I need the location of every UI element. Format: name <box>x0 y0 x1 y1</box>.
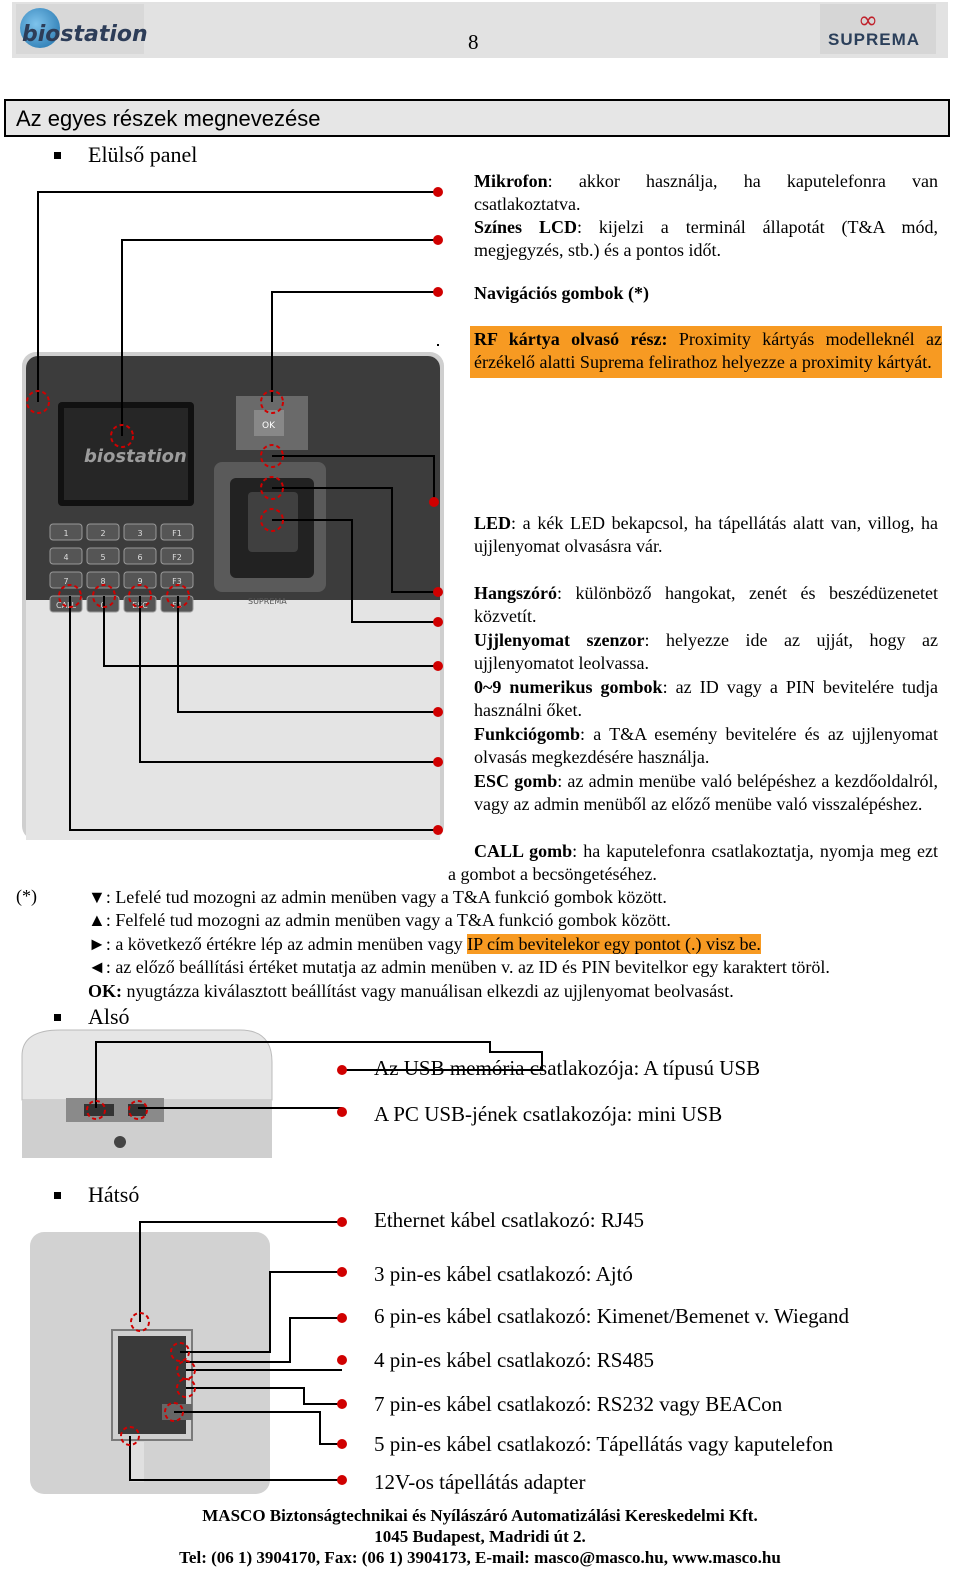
suprema-mark-icon: ∞ <box>858 6 878 34</box>
device-screen-logo: biostation <box>84 446 187 467</box>
item-esc-key: ESC gomb: az admin menübe való belépéshe… <box>474 771 938 814</box>
section-title: Az egyes részek megnevezése <box>16 106 321 131</box>
keypad-key-label: 8 <box>100 577 105 586</box>
item-lcd: Színes LCD: kijelzi a terminál állapotát… <box>474 217 938 260</box>
item-fingerprint-sensor: Ujjlenyomat szenzor: helyezze ide az ujj… <box>474 630 939 673</box>
footer-address: 1045 Budapest, Madridi út 2. <box>374 1527 586 1546</box>
keypad-key <box>160 523 194 541</box>
keypad-key <box>49 571 83 589</box>
back-item-5pin: 5 pin-es kábel csatlakozó: Tápellátás va… <box>374 1432 834 1456</box>
keypad-key <box>123 523 157 541</box>
notes-marker: (*) <box>16 886 37 906</box>
bottom-heading: Alsó <box>54 1004 130 1029</box>
back-item-6pin: 6 pin-es kábel csatlakozó: Kimenet/Bemen… <box>374 1304 850 1328</box>
note-down: ▼: Lefelé tud mozogni az admin menüben v… <box>88 887 667 907</box>
keypad-key-label: 9 <box>137 577 142 586</box>
keypad-key <box>86 571 120 589</box>
back-item-7pin: 7 pin-es kábel csatlakozó: RS232 vagy BE… <box>374 1392 783 1416</box>
keypad-key <box>160 547 194 565</box>
keypad-key <box>123 547 157 565</box>
bottom-item-mini-usb: A PC USB-jének csatlakozója: mini USB <box>374 1102 723 1126</box>
logo-swoosh-icon <box>20 8 60 48</box>
front-leader-dots <box>429 187 443 835</box>
note-up: ▲: Felfelé tud mozogni az admin menüben … <box>88 910 671 931</box>
back-callout-circles <box>120 1312 196 1446</box>
front-panel-heading: Elülső panel <box>53 142 198 167</box>
back-item-12v: 12V-os tápellátás adapter <box>374 1470 586 1494</box>
page-header <box>12 2 948 58</box>
back-leader-lines <box>129 1221 342 1481</box>
item-numeric-keys: 0~9 numerikus gombok: az ID vagy a PIN b… <box>474 677 938 720</box>
front-callout-circles <box>26 390 284 608</box>
keypad-key-label: F2 <box>172 553 182 562</box>
bottom-leader-dots <box>337 1065 347 1117</box>
biostation-logo: biostation <box>16 4 148 54</box>
item-mikrofon: Mikrofon: akkor használja, ha kaputelefo… <box>474 171 938 214</box>
keypad-key-label: 6 <box>137 553 142 562</box>
device-brand-label: SUPREMA <box>248 597 287 606</box>
back-item-4pin: 4 pin-es kábel csatlakozó: RS485 <box>374 1348 654 1372</box>
nav-notes: ▼: Lefelé tud mozogni az admin menüben v… <box>88 886 948 1003</box>
bottom-callout-circles <box>86 1100 148 1120</box>
item-rf-reader: RF kártya olvasó rész: Proximity kártyás… <box>470 326 942 378</box>
section-title-box: Az egyes részek megnevezése <box>4 99 950 137</box>
nav-ok-label: OK <box>262 421 276 431</box>
suprema-logo: ∞ SUPREMA <box>820 4 936 54</box>
note-right: ►: a következő értékre lép az admin menü… <box>88 933 761 954</box>
item-speaker: Hangszóró: különböző hangokat, zenét és … <box>474 583 938 626</box>
bottom-device-image <box>21 1029 273 1158</box>
keypad-key <box>49 547 83 565</box>
keypad-key-label: 4 <box>63 553 68 562</box>
item-nav-buttons: Navigációs gombok (*) <box>474 283 649 303</box>
note-left: ◄: az előző beállítási értéket mutatja a… <box>88 957 830 978</box>
back-leader-dots <box>337 1217 347 1485</box>
keypad-key-label: F3 <box>172 577 182 586</box>
keypad-key <box>86 523 120 541</box>
keypad-key-label: F1 <box>172 529 182 538</box>
keypad-key-label: 1 <box>63 529 68 538</box>
front-leader-lines <box>37 191 439 831</box>
page-number: 8 <box>468 30 479 54</box>
keypad-key <box>49 595 83 613</box>
keypad-key <box>49 523 83 541</box>
keypad-key-label: 3 <box>137 529 142 538</box>
note-ok: OK: nyugtázza kiválasztott beállítást va… <box>88 980 734 1001</box>
keypad-key <box>160 571 194 589</box>
footer-contact: Tel: (06 1) 3904170, Fax: (06 1) 3904173… <box>179 1548 781 1567</box>
back-item-rj45: Ethernet kábel csatlakozó: RJ45 <box>374 1208 644 1232</box>
back-device-image <box>30 1232 270 1494</box>
bottom-item-usb-a: Az USB memória csatlakozója: A típusú US… <box>374 1056 761 1080</box>
bottom-leader-lines <box>95 1041 543 1109</box>
keypad-key-label: 5 <box>100 553 105 562</box>
item-function-key: Funkciógomb: a T&A esemény bevitelére és… <box>474 724 938 767</box>
keypad-key-label: 7 <box>63 577 68 586</box>
back-heading: Hátsó <box>53 1182 140 1207</box>
logo-right-text: SUPREMA <box>828 30 921 49</box>
footer-company: MASCO Biztonságtechnikai és Nyílászáró A… <box>202 1506 758 1525</box>
item-call-key: CALL gomb: ha kaputelefonra csatlakoztat… <box>448 841 939 884</box>
logo-left-text: biostation <box>22 22 148 47</box>
keypad-key <box>86 547 120 565</box>
item-led: LED: a kék LED bekapcsol, ha tápellátás … <box>474 513 938 556</box>
keypad-key-label: 2 <box>100 529 105 538</box>
keypad-key <box>123 571 157 589</box>
back-item-3pin: 3 pin-es kábel csatlakozó: Ajtó <box>374 1262 633 1286</box>
